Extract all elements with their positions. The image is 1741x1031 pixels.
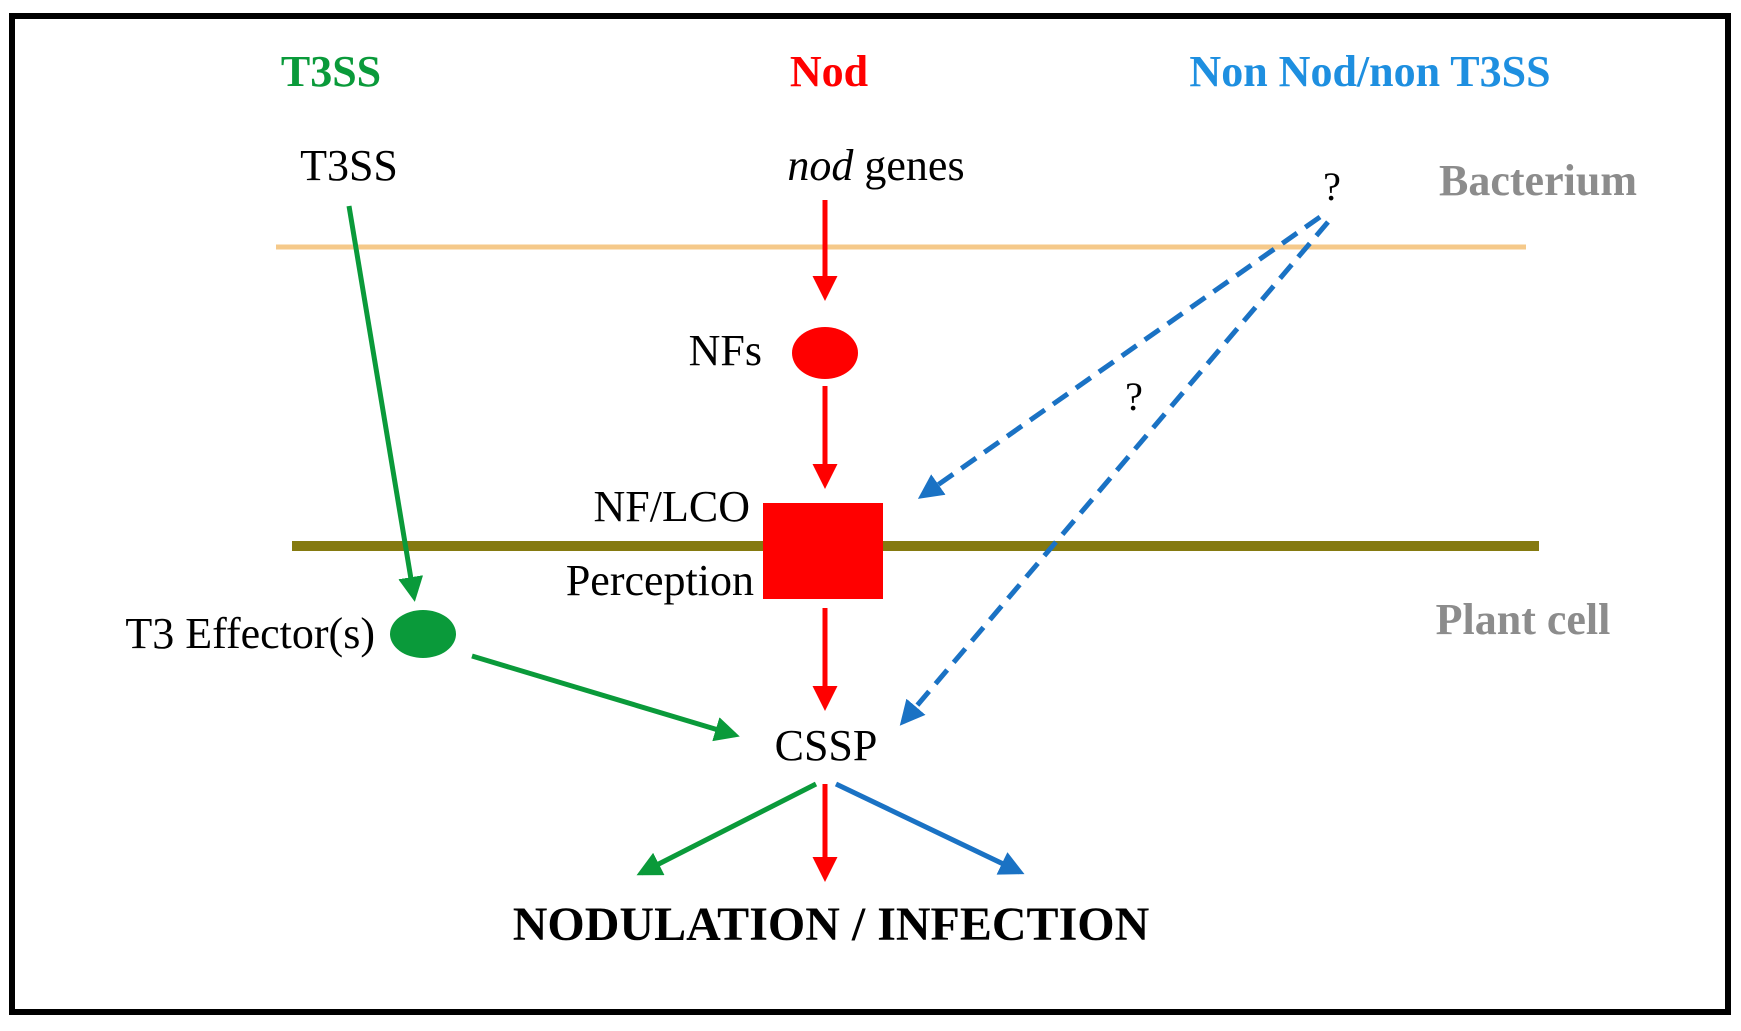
- nod-genes-rest: genes: [853, 141, 964, 190]
- arrow-cssp-to-outcome-blue: [834, 781, 1025, 875]
- nod-genes-label: nod genes: [787, 141, 964, 190]
- cssp-label: CSSP: [775, 721, 878, 770]
- dashed-arrow-to-perception: [917, 214, 1322, 499]
- dashed-arrow-to-cssp: [899, 220, 1330, 726]
- arrow-cssp-to-outcome-green: [636, 781, 818, 876]
- nfs-label: NFs: [689, 326, 762, 375]
- arrow-t3ss-to-effector: [346, 205, 424, 602]
- region-bacterium-label: Bacterium: [1439, 156, 1637, 205]
- header-non-nod-non-t3ss: Non Nod/non T3SS: [1189, 47, 1550, 96]
- question-mark-mid: ?: [1125, 374, 1143, 419]
- t3ss-label: T3SS: [300, 141, 398, 190]
- nf-lco-label: NF/LCO: [594, 482, 750, 531]
- t3-effector-shape: [390, 610, 456, 658]
- nfs-shape: [792, 327, 858, 379]
- diagram-frame: [9, 13, 1731, 1015]
- header-t3ss: T3SS: [281, 47, 381, 96]
- perception-label: Perception: [566, 556, 754, 605]
- question-mark-top: ?: [1323, 164, 1341, 209]
- outcome-label: NODULATION / INFECTION: [513, 898, 1150, 951]
- t3-effectors-label: T3 Effector(s): [125, 609, 375, 658]
- nf-lco-receptor-shape: [763, 503, 883, 599]
- arrow-effector-to-cssp: [471, 653, 740, 742]
- header-nod: Nod: [790, 47, 868, 96]
- region-plant-cell-label: Plant cell: [1436, 595, 1611, 644]
- nod-genes-italic: nod: [787, 141, 854, 190]
